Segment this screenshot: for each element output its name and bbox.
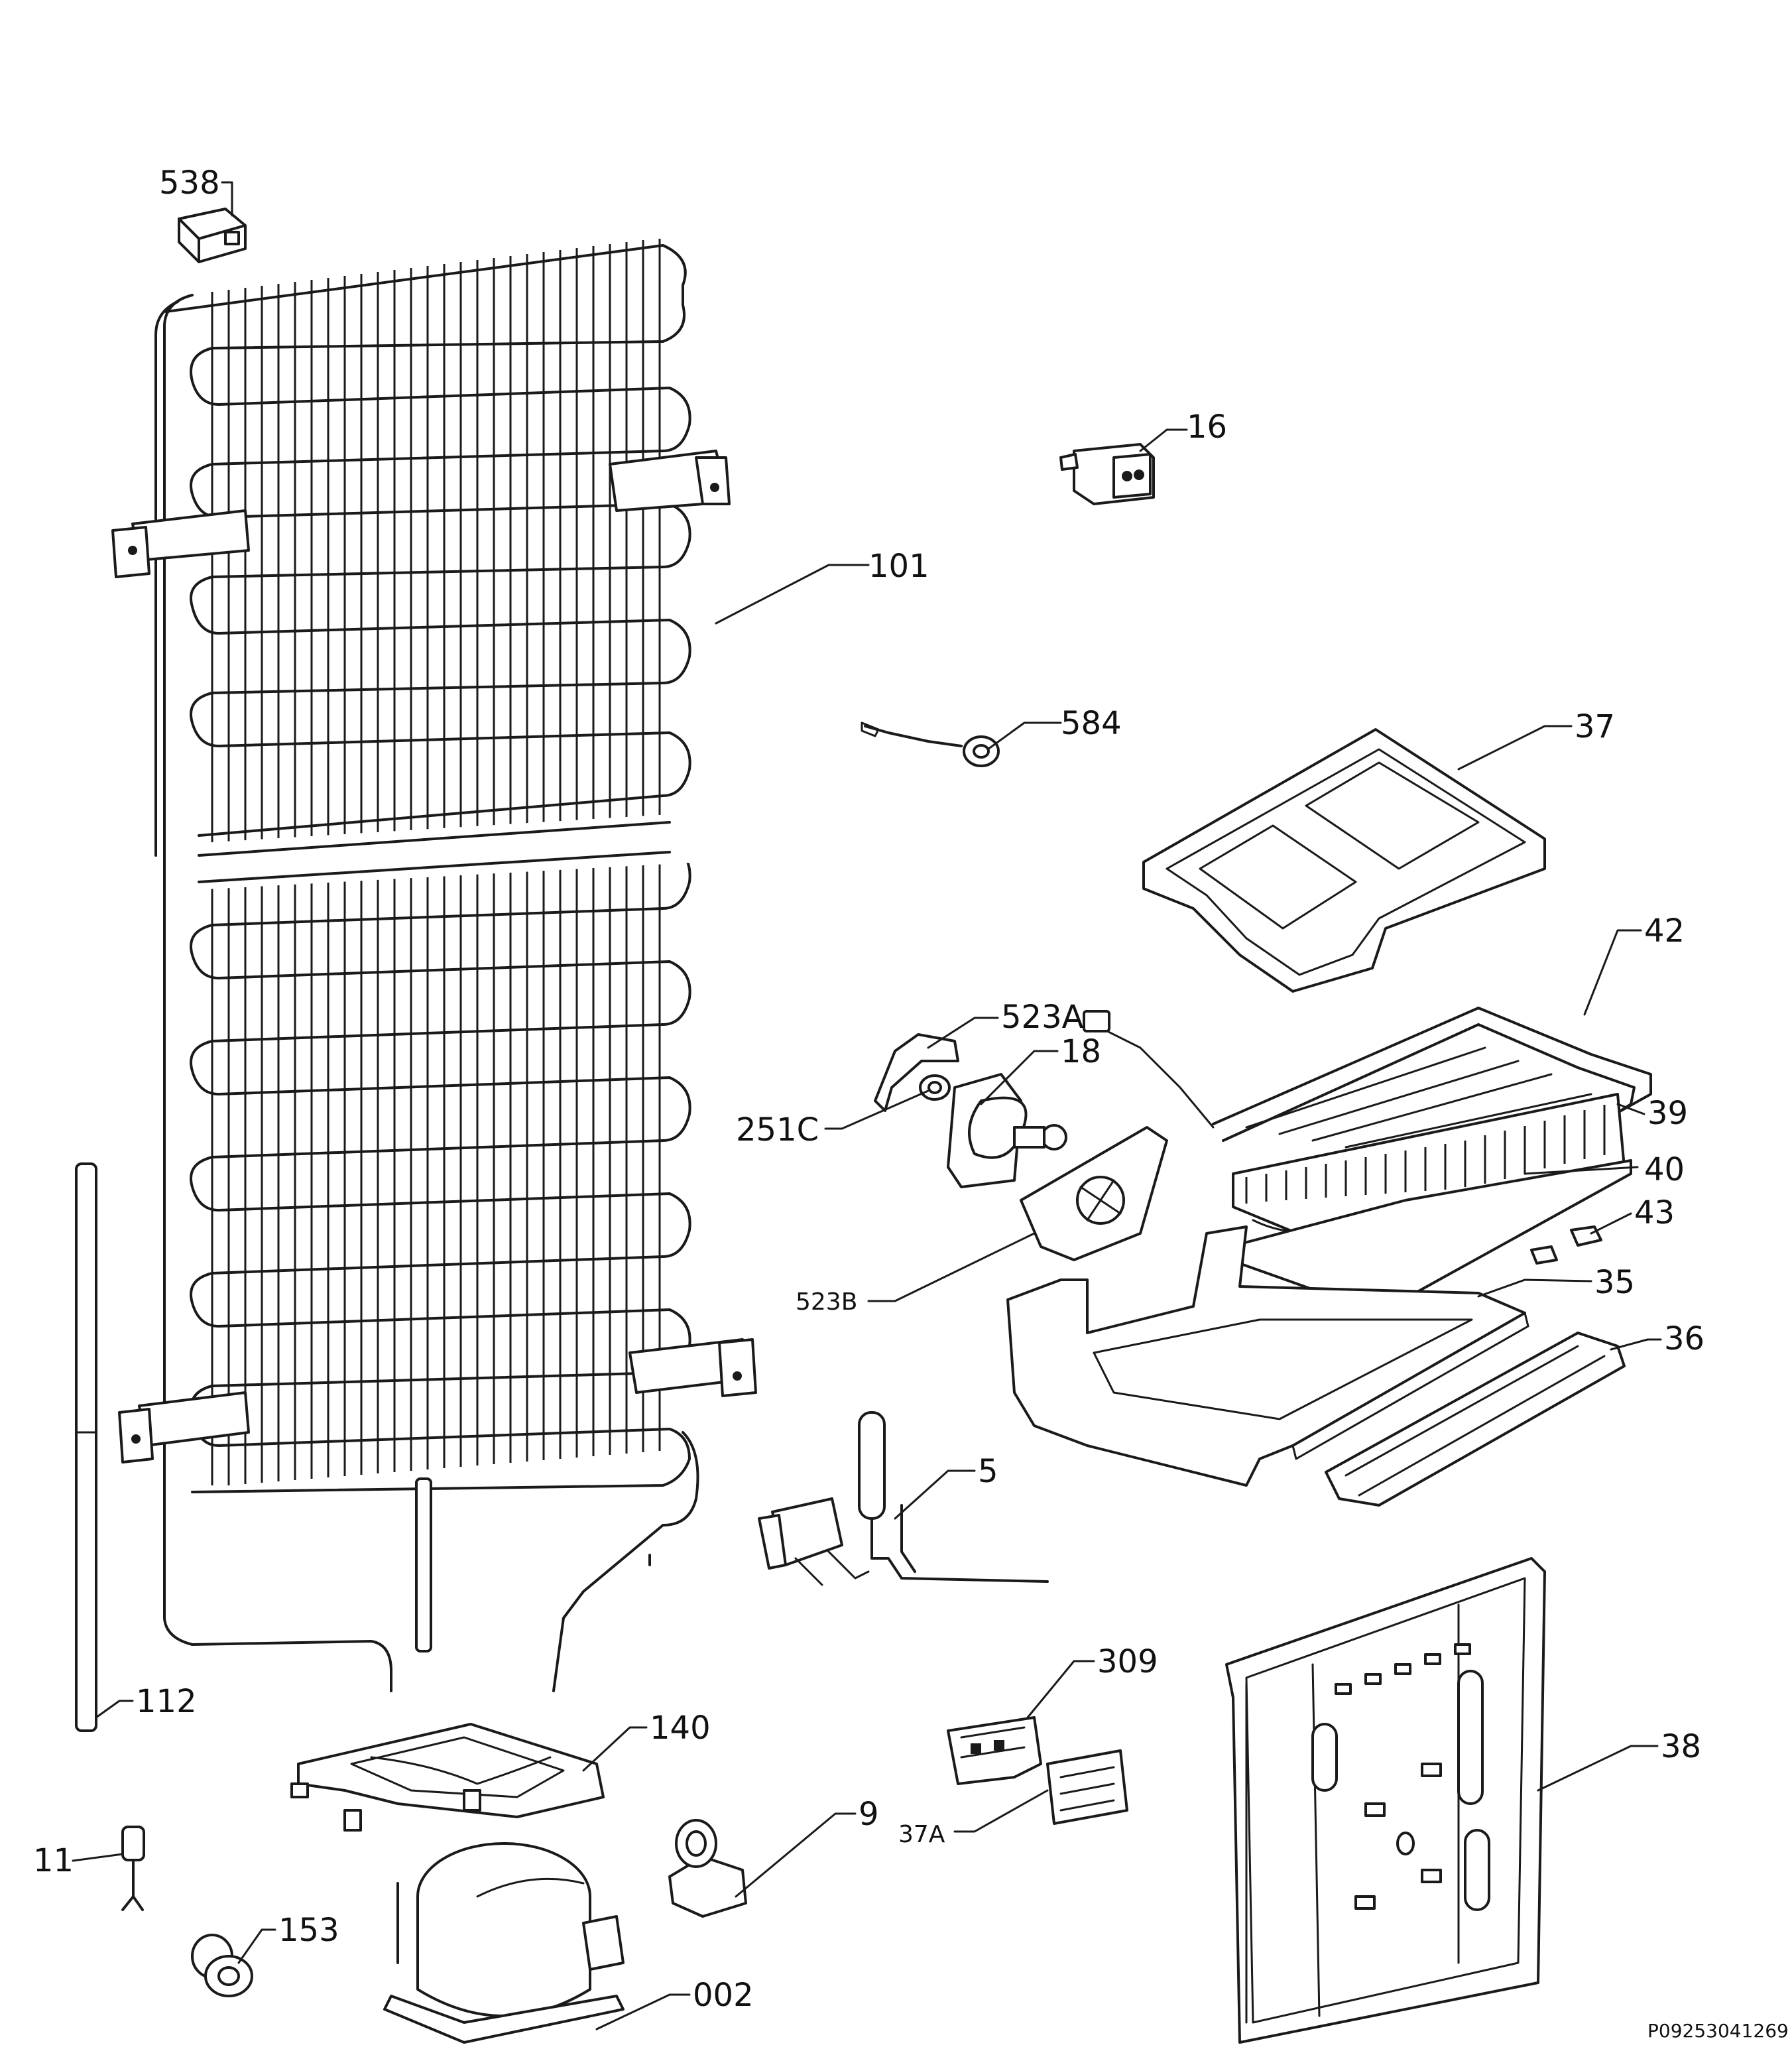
part-labels: 538 16 101 584 37 42 523A 18 251C 39 40 … (33, 164, 1789, 2042)
part-grommet-251c (919, 1074, 951, 1101)
label-002: 002 (693, 1977, 754, 2014)
label-584: 584 (1061, 705, 1122, 742)
part-panel-38 (1225, 1557, 1546, 2044)
label-251c: 251C (736, 1111, 819, 1149)
label-36: 36 (1664, 1320, 1704, 1357)
label-11: 11 (33, 1842, 74, 1879)
label-16: 16 (1187, 408, 1227, 446)
label-37a: 37A (898, 1821, 945, 1848)
part-sensor-584 (861, 721, 1000, 767)
part-base-frame-140 (290, 1723, 605, 1832)
leader-lines (72, 181, 1662, 2030)
label-153: 153 (278, 1912, 339, 1949)
label-39: 39 (1647, 1095, 1688, 1132)
label-112: 112 (136, 1683, 197, 1720)
label-35: 35 (1594, 1264, 1635, 1301)
part-board-37a (1046, 1749, 1128, 1825)
label-140: 140 (650, 1710, 711, 1747)
part-compressor-002 (383, 1842, 625, 2044)
label-38: 38 (1661, 1728, 1701, 1765)
condenser-bracket (628, 1338, 757, 1397)
part-relay-9 (668, 1819, 747, 1918)
part-rail-36 (1325, 1332, 1626, 1507)
label-18: 18 (1061, 1033, 1101, 1070)
part-board-309 (947, 1716, 1042, 1785)
part-connector-538 (178, 208, 247, 263)
part-sleeve-153 (191, 1934, 253, 1997)
label-40: 40 (1644, 1151, 1685, 1188)
label-538: 538 (159, 164, 220, 202)
part-fan-cover-523b (1020, 1126, 1168, 1261)
part-pipe-112 (75, 1162, 97, 1732)
part-cover-37 (1142, 728, 1546, 993)
label-43: 43 (1634, 1194, 1675, 1231)
part-valve-5 (758, 1411, 1049, 1586)
part-clip-43 (1530, 1225, 1602, 1265)
label-9: 9 (859, 1796, 879, 1833)
label-42: 42 (1644, 912, 1685, 950)
label-309: 309 (1097, 1643, 1158, 1680)
part-fan-motor-18 (947, 1073, 1067, 1188)
label-101: 101 (868, 548, 929, 585)
condenser-bracket (118, 1391, 250, 1464)
part-tray-35 (1006, 1225, 1529, 1487)
part-cutout-11 (121, 1826, 145, 1911)
label-523a: 523A (1001, 999, 1084, 1036)
condenser-bracket (609, 450, 731, 512)
part-switch-16 (1059, 443, 1155, 505)
label-523b: 523B (796, 1288, 857, 1316)
part-bracket-523a (874, 1033, 959, 1112)
label-37: 37 (1575, 708, 1615, 745)
condenser-bracket (111, 509, 250, 578)
label-5: 5 (978, 1453, 998, 1490)
document-code: P09253041269 (1647, 2020, 1789, 2042)
part-condenser-101 (111, 239, 757, 1692)
